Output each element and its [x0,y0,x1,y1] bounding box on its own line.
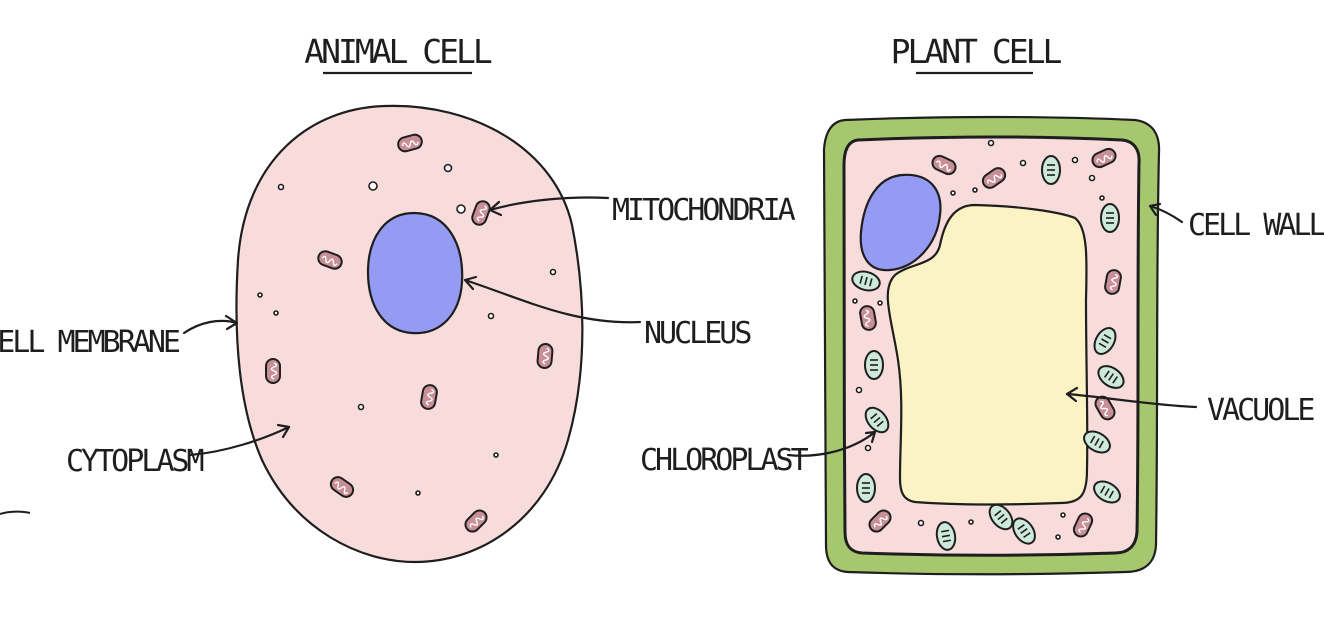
mitochondrion [535,342,555,370]
chloroplast [856,473,876,503]
label-cell-wall: CELL WALL [1188,208,1324,243]
label-chloroplast: CHLOROPLAST [640,443,809,478]
plant-vacuole [886,203,1089,506]
label-nucleus: NUCLEUS [644,316,751,351]
animal-cell [235,104,584,564]
animal-cell-title: ANIMAL CELL [304,32,492,71]
chloroplast [1041,155,1061,185]
edge-mark [0,510,31,515]
label-mitochondria: MITOCHONDRIA [612,193,796,228]
label-vacuole: VACUOLE [1207,393,1314,428]
mitochondrion [265,358,281,384]
animal-nucleus [366,211,464,335]
animal-cell-membrane [235,104,584,564]
plant-nucleus [859,173,942,272]
label-cell-membrane: CELL MEMBRANE [0,325,180,360]
chloroplast [1100,203,1120,233]
chloroplast [864,350,884,380]
plant-cell-title: PLANT CELL [891,32,1062,71]
plant-cell [822,115,1161,576]
label-cytoplasm: CYTOPLASM [66,444,203,479]
label-arrows [182,196,1198,457]
